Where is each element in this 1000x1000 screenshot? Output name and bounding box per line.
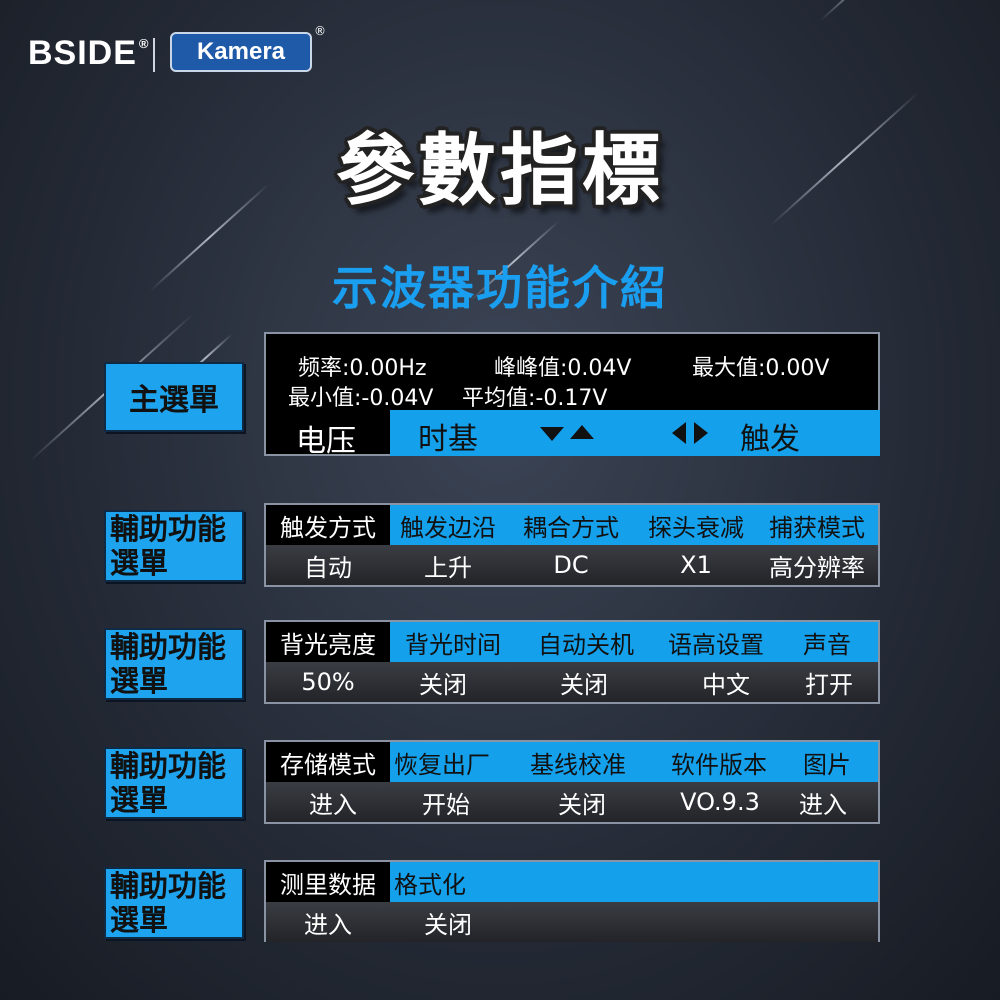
kamera-registered-mark: ® (314, 24, 326, 38)
aux-menu-label: 輔助功能選單 (104, 867, 244, 939)
menu-item-pictures[interactable]: 图片 (803, 750, 851, 779)
menu-item-probe-attenuation[interactable]: 探头衰减 (648, 513, 744, 542)
voltage-option[interactable]: 电压 (296, 424, 356, 459)
menu-item-backlight-brightness[interactable]: 背光亮度 (266, 624, 390, 660)
value-software-version: VO.9.3 (680, 788, 760, 816)
menu-item-auto-shutdown[interactable]: 自动关机 (538, 630, 634, 659)
triangle-down-icon[interactable] (540, 427, 564, 441)
light-streak (819, 0, 918, 22)
aux-label-line2: 選單 (110, 546, 169, 580)
average-value-readout: 平均值:-0.17V (462, 386, 608, 411)
menu-item-format[interactable]: 格式化 (394, 870, 466, 899)
aux-menu-label: 輔助功能選單 (104, 628, 244, 700)
peak-to-peak-readout: 峰峰值:0.04V (494, 356, 632, 381)
aux-label-line1: 輔助功能 (110, 749, 227, 783)
triangle-right-icon[interactable] (694, 422, 708, 444)
aux-menu-label: 輔助功能選單 (104, 747, 244, 819)
value-trigger-edge: 上升 (424, 553, 472, 582)
menu-item-trigger-mode[interactable]: 触发方式 (266, 507, 390, 543)
menu-item-factory-reset[interactable]: 恢复出厂 (394, 750, 490, 779)
kamera-logo: Kamera (170, 32, 312, 72)
aux-label-line1: 輔助功能 (110, 869, 227, 903)
value-storage-mode: 进入 (309, 790, 357, 819)
aux-label-line1: 輔助功能 (110, 630, 227, 664)
menu-item-backlight-time[interactable]: 背光时间 (405, 630, 501, 659)
value-auto-shutdown: 关闭 (560, 670, 608, 699)
page-subtitle: 示波器功能介紹 (332, 261, 668, 315)
aux-menu-panel: 背光亮度 背光时间 自动关机 语高设置 声音 50% 关闭 关闭 中文 打开 (264, 620, 880, 704)
menu-item-software-version[interactable]: 软件版本 (671, 750, 767, 779)
max-value-readout: 最大值:0.00V (692, 356, 830, 381)
menu-item-storage-mode[interactable]: 存储模式 (266, 744, 390, 780)
timebase-option[interactable]: 时基 (418, 422, 478, 457)
value-sound: 打开 (805, 670, 853, 699)
menu-item-capture-mode[interactable]: 捕获模式 (769, 513, 865, 542)
menu-item-trigger-edge[interactable]: 触发边沿 (400, 513, 496, 542)
triangle-left-icon[interactable] (672, 422, 686, 444)
trigger-option[interactable]: 触发 (740, 422, 800, 457)
aux-menu-label: 輔助功能選單 (104, 510, 244, 582)
value-format: 关闭 (424, 910, 472, 939)
value-backlight-brightness: 50% (301, 668, 355, 696)
aux-menu-panel: 触发方式 触发边沿 耦合方式 探头衰减 捕获模式 自动 上升 DC X1 高分辨… (264, 503, 880, 587)
value-factory-reset: 开始 (422, 790, 470, 819)
menu-item-baseline-calibration[interactable]: 基线校准 (530, 750, 626, 779)
main-menu-selection-bar: 时基 触发 (390, 410, 880, 457)
aux-label-line2: 選單 (110, 664, 169, 698)
bside-logo: BSIDE® (28, 34, 150, 72)
frequency-readout: 频率:0.00Hz (298, 356, 427, 381)
value-capture-mode: 高分辨率 (769, 553, 865, 582)
min-value-readout: 最小值:-0.04V (288, 386, 434, 411)
aux-label-line2: 選單 (110, 903, 169, 937)
triangle-up-icon[interactable] (570, 425, 594, 439)
menu-item-language[interactable]: 语高设置 (668, 630, 764, 659)
value-trigger-mode: 自动 (304, 553, 352, 582)
main-menu-label: 主選單 (104, 362, 244, 432)
value-pictures: 进入 (799, 790, 847, 819)
value-probe-attenuation: X1 (680, 551, 712, 579)
value-language: 中文 (702, 670, 750, 699)
aux-label-line1: 輔助功能 (110, 512, 227, 546)
main-menu-screen: 频率:0.00Hz 峰峰值:0.04V 最大值:0.00V 最小值:-0.04V… (264, 332, 880, 459)
menu-item-sound[interactable]: 声音 (803, 630, 851, 659)
aux-menu-panel: 存储模式 恢复出厂 基线校准 软件版本 图片 进入 开始 关闭 VO.9.3 进… (264, 740, 880, 824)
menu-item-measurement-data[interactable]: 测里数据 (266, 864, 390, 900)
aux-label-line2: 選單 (110, 783, 169, 817)
menu-item-coupling[interactable]: 耦合方式 (523, 513, 619, 542)
page-title: 參數指標 (335, 126, 664, 216)
aux-menu-panel: 测里数据 格式化 进入 关闭 (264, 860, 880, 942)
value-coupling: DC (553, 551, 589, 579)
value-baseline-calibration: 关闭 (558, 790, 606, 819)
value-measurement-data: 进入 (304, 910, 352, 939)
value-backlight-time: 关闭 (419, 670, 467, 699)
logo-divider (153, 38, 155, 72)
